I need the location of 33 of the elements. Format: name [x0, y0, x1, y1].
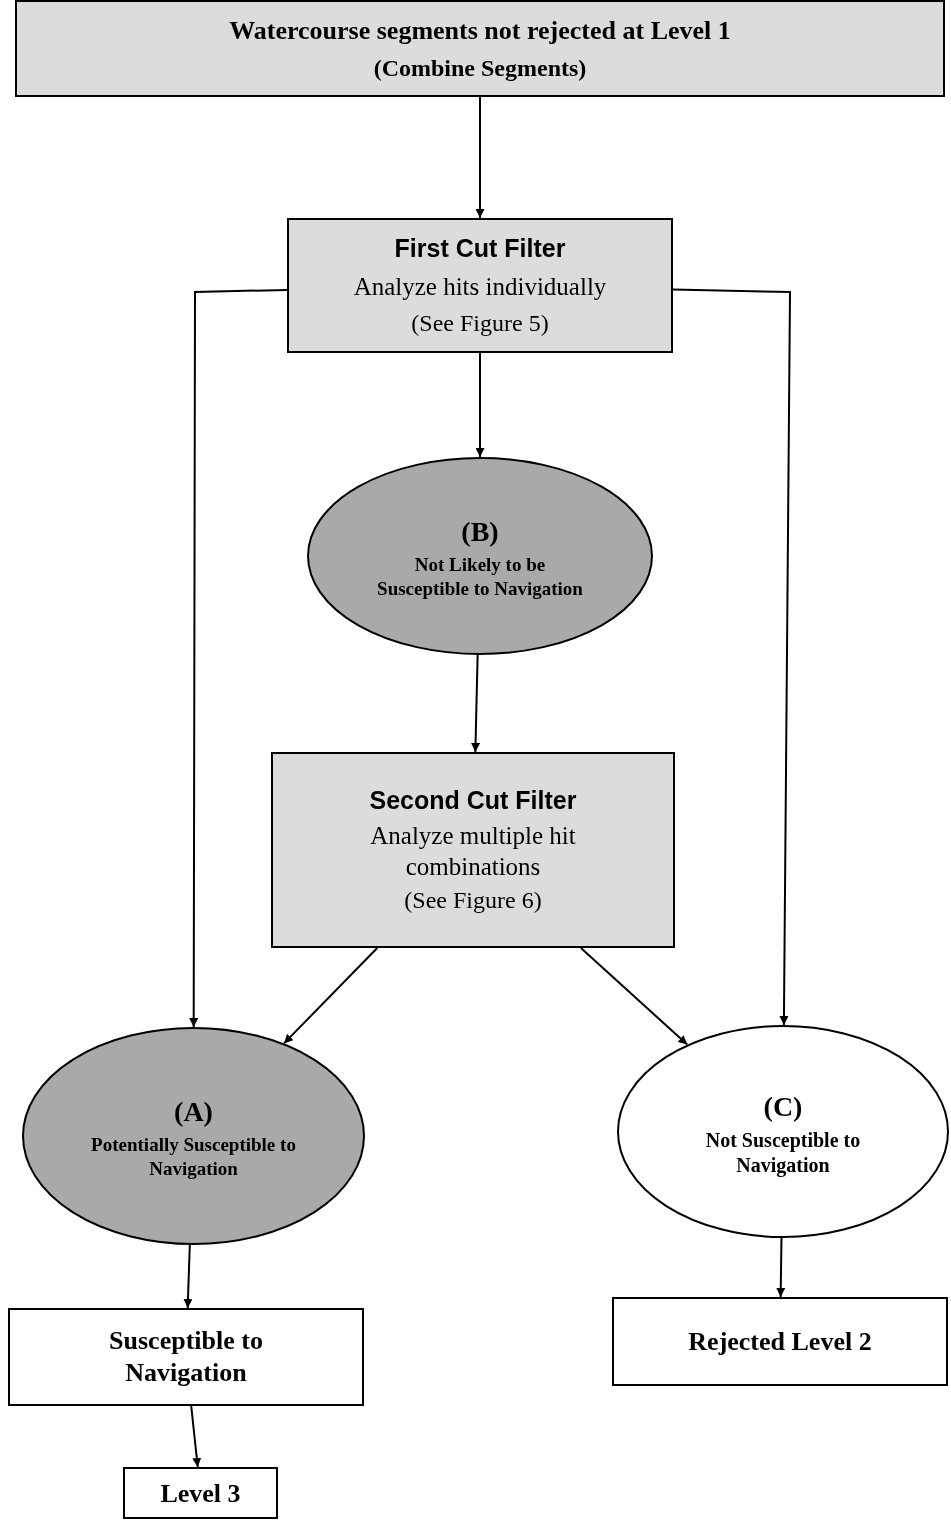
node-heading: (A)	[174, 1095, 213, 1130]
arrow	[183, 1243, 193, 1309]
node-heading: Second Cut Filter	[369, 785, 577, 816]
node-heading: (C)	[763, 1089, 803, 1124]
node-text: Potentially Susceptible to Navigation	[90, 1133, 297, 1181]
arrow	[475, 96, 485, 219]
arrow	[189, 288, 288, 1028]
result-box	[8, 1308, 364, 1406]
node-text: Not Likely to be Susceptible to Navigation	[376, 553, 584, 601]
result-box	[123, 1467, 278, 1519]
process-box	[287, 218, 673, 353]
node-text: Rejected Level 2	[688, 1326, 872, 1358]
result-box	[612, 1297, 948, 1386]
arrow	[283, 947, 379, 1045]
process-box	[271, 752, 675, 948]
arrow	[475, 352, 485, 458]
node-heading: (B)	[461, 515, 499, 550]
arrow	[190, 1405, 202, 1468]
node-text: (Combine Segments)	[373, 54, 587, 83]
node-text: Level 3	[160, 1477, 241, 1510]
node-text: (See Figure 6)	[404, 886, 542, 915]
arrow	[672, 288, 791, 1026]
node-heading: First Cut Filter	[394, 233, 566, 264]
node-text: Not Susceptible to Navigation	[704, 1127, 862, 1178]
node-text: Analyze multiple hit combinations	[369, 820, 577, 882]
arrow	[471, 654, 481, 753]
node-text: Susceptible to Navigation	[108, 1324, 264, 1389]
arrow	[776, 1237, 786, 1298]
node-text: Analyze hits individually	[353, 271, 607, 302]
node-heading: Watercourse segments not rejected at Level 1	[229, 15, 731, 47]
arrow	[579, 947, 689, 1046]
node-text: (See Figure 5)	[411, 309, 549, 338]
process-box	[15, 0, 945, 97]
